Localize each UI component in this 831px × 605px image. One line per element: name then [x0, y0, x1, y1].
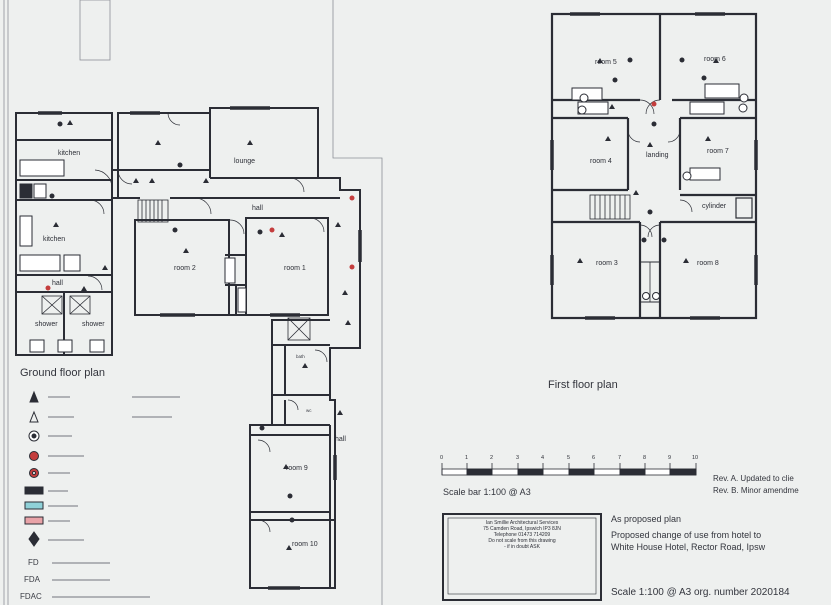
room-label-room-7: room 7 [707, 148, 729, 155]
ground-doors [87, 112, 328, 533]
first-floor-ensuites [571, 83, 749, 300]
room-label-lounge: lounge [234, 158, 256, 165]
project-status: As proposed plan [611, 514, 682, 524]
first-floor-doors [627, 99, 693, 238]
room-label-wc: wc [306, 408, 312, 413]
room-label-hall-main: hall [252, 205, 263, 212]
scale-tick-3: 3 [516, 455, 520, 461]
legend-symbols [24, 390, 44, 547]
title-block-inner [447, 517, 597, 595]
project-scale-line: Scale 1:100 @ A3 org. number 2020184 [611, 587, 790, 598]
room-label-landing: landing [646, 152, 669, 159]
room-label-bath: bath [296, 354, 305, 359]
project-site: White House Hotel, Rector Road, Ipsw [611, 542, 766, 552]
firm-address: 75 Camden Road, Ipswich IP3 8JN [483, 526, 561, 532]
room-label-kitchen-bottom: kitchen [43, 236, 66, 243]
legend-code-fda: FDA [24, 575, 40, 584]
scale-tick-1: 1 [465, 455, 469, 461]
title-block-text: Ian Smillie Architectural Services 75 Ca… [449, 520, 595, 550]
room-label-room-10: room 10 [292, 541, 318, 548]
room-label-room-4: room 4 [590, 158, 612, 165]
legend-descriptions [48, 396, 180, 598]
first-floor-title: First floor plan [548, 379, 618, 391]
room-label-room-5: room 5 [595, 59, 617, 66]
room-label-hall-left: hall [52, 280, 63, 287]
room-label-room-2: room 2 [174, 265, 196, 272]
room-label-cylinder: cylinder [702, 203, 727, 210]
project-description: Proposed change of use from hotel to [611, 530, 762, 540]
room-label-room-6: room 6 [704, 56, 726, 63]
first-floor-smoke-triangles [577, 58, 719, 263]
first-floor-stair [589, 194, 753, 303]
scale-tick-10: 10 [692, 455, 699, 461]
ground-floor-walls [15, 107, 361, 589]
room-label-room-1: room 1 [284, 265, 306, 272]
room-label-room-8: room 8 [697, 260, 719, 267]
room-label-hall-side: hall [335, 436, 346, 443]
scale-tick-5: 5 [567, 455, 571, 461]
room-label-shower-left: shower [35, 321, 58, 328]
scale-bar [441, 463, 697, 476]
scale-warning: Do not scale from this drawing [488, 538, 556, 544]
room-label-room-9: room 9 [286, 465, 308, 472]
scale-tick-4: 4 [541, 455, 545, 461]
firm-telephone: Telephone 01473 714209 [493, 532, 551, 538]
firm-name: Ian Smillie Architectural Services [485, 520, 559, 526]
ground-detectors [45, 121, 355, 523]
scale-tick-6: 6 [592, 455, 596, 461]
legend-code-fdac: FDAC [20, 592, 42, 601]
scale-tick-8: 8 [643, 455, 647, 461]
first-floor-windows [550, 12, 758, 320]
site-outline-lines [3, 0, 383, 605]
ground-floor-title: Ground floor plan [20, 367, 105, 379]
scale-tick-0: 0 [440, 455, 444, 461]
title-block-frame [442, 513, 602, 601]
ground-smoke-triangles [53, 120, 351, 550]
scale-tick-7: 7 [618, 455, 622, 461]
scale-tick-2: 2 [490, 455, 494, 461]
room-label-room-3: room 3 [596, 260, 618, 267]
legend-code-fd: FD [28, 558, 39, 567]
scale-tick-9: 9 [668, 455, 672, 461]
revision-b: Rev. B. Minor amendme [713, 486, 799, 495]
first-floor-detectors [612, 57, 707, 243]
revision-a: Rev. A. Updated to clie [713, 474, 794, 483]
room-label-shower-right: shower [82, 321, 105, 328]
ground-stair [41, 199, 311, 341]
scale-bar-caption: Scale bar 1:100 @ A3 [443, 487, 531, 497]
ask-note: - if in doubt ASK [504, 544, 540, 550]
ground-windows [38, 106, 362, 590]
kitchen-fittings [19, 159, 247, 353]
room-label-kitchen-top: kitchen [58, 150, 81, 157]
